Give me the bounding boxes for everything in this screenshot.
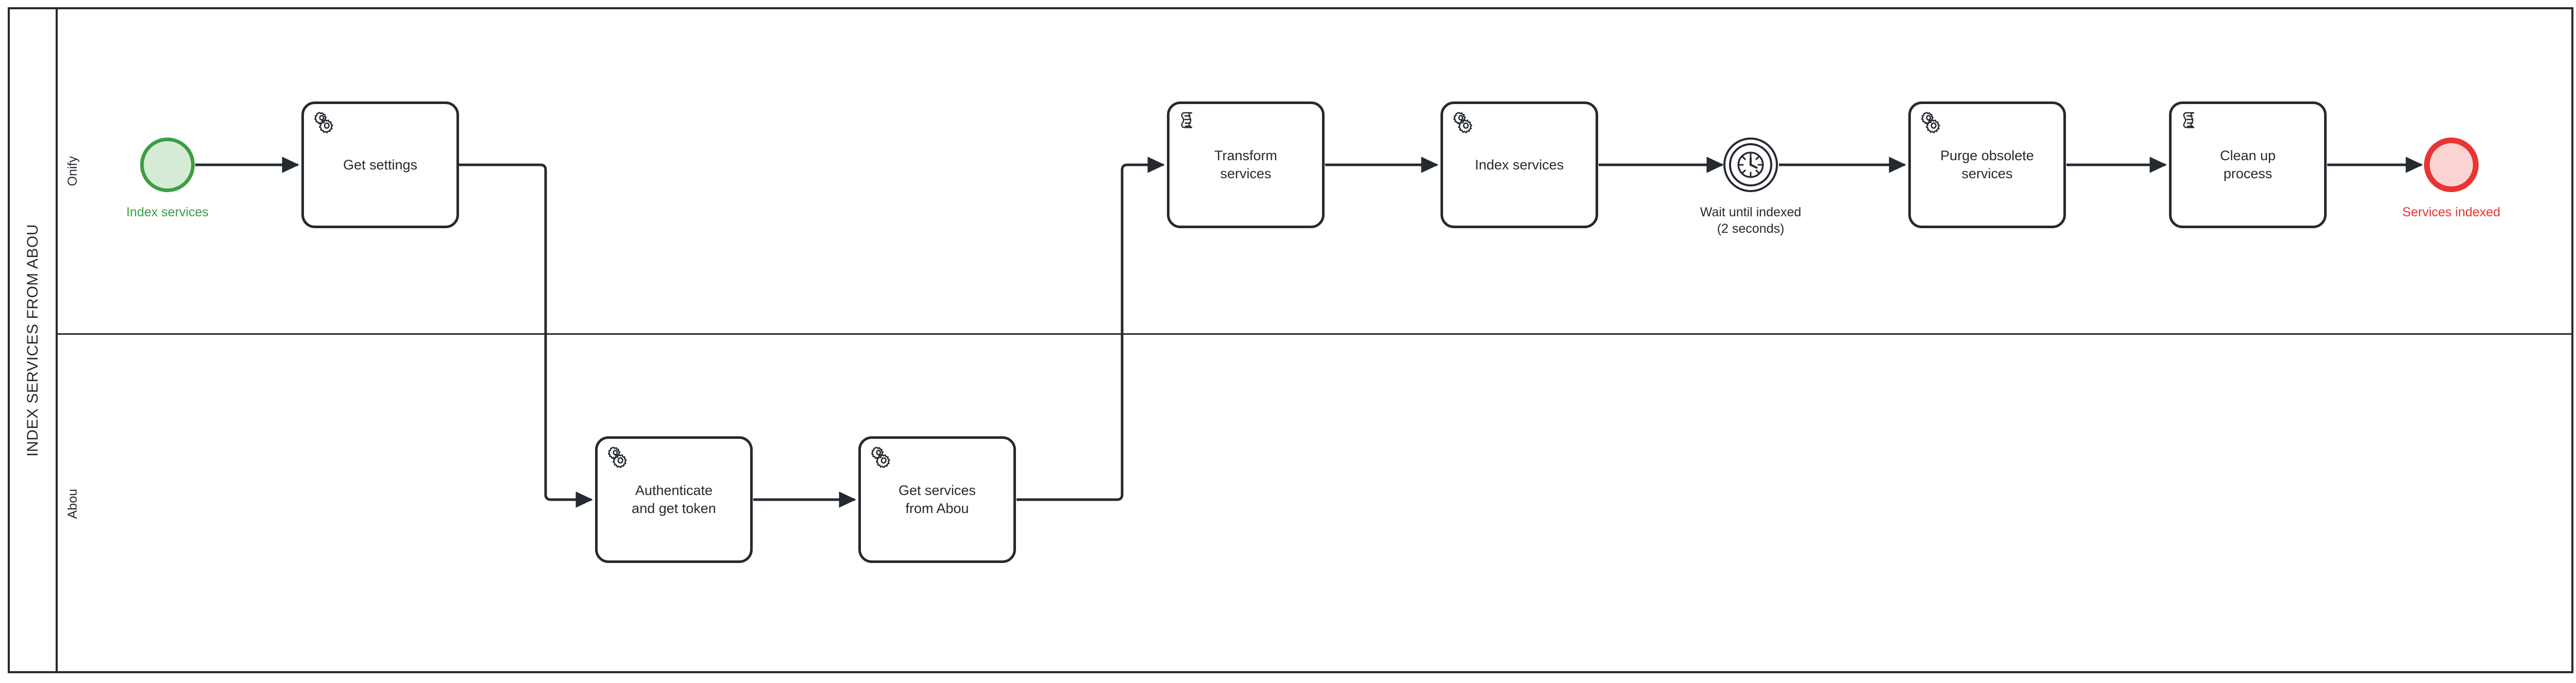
timer-event-wait-until-indexed[interactable]: [1723, 138, 1778, 192]
gear-icon: [1918, 110, 1942, 134]
task-purge-obsolete-label: Purge obsolete services: [1940, 148, 2034, 181]
task-transform-services-label: Transform services: [1214, 148, 1277, 181]
task-authenticate-label: Authenticate and get token: [632, 483, 716, 516]
task-clean-up-process-label: Clean up process: [2219, 148, 2276, 181]
lane-abou[interactable]: Abou: [58, 335, 88, 673]
start-event-label: Index services: [126, 205, 209, 219]
task-get-services-from-abou[interactable]: Get services from Abou: [858, 436, 1016, 563]
gear-icon: [868, 445, 892, 469]
task-index-services[interactable]: Index services: [1440, 101, 1598, 228]
clock-icon: [1737, 151, 1764, 178]
task-get-services-label: Get services from Abou: [898, 483, 976, 516]
end-event-services-indexed[interactable]: [2424, 138, 2479, 192]
task-get-settings[interactable]: Get settings: [301, 101, 459, 228]
script-icon: [1176, 110, 1201, 134]
script-icon: [2178, 110, 2203, 134]
lane-label-onify: Onify: [65, 156, 80, 186]
timer-event-label: Wait until indexed (2 seconds): [1700, 205, 1802, 236]
task-get-settings-label: Get settings: [343, 157, 418, 173]
gear-icon: [604, 445, 629, 469]
task-authenticate-and-get-token[interactable]: Authenticate and get token: [595, 436, 753, 563]
lane-label-abou: Abou: [65, 489, 80, 519]
task-index-services-label: Index services: [1475, 157, 1564, 173]
pool-header: INDEX SERVICES FROM ABOU: [10, 9, 58, 671]
task-transform-services[interactable]: Transform services: [1167, 101, 1325, 228]
task-clean-up-process[interactable]: Clean up process: [2169, 101, 2327, 228]
lane-onify[interactable]: Onify: [58, 9, 88, 333]
gear-icon: [1450, 110, 1475, 134]
pool-title: INDEX SERVICES FROM ABOU: [24, 224, 41, 457]
end-event-label: Services indexed: [2402, 205, 2501, 219]
lane-divider: [58, 333, 2573, 335]
timer-outer-ring: [1729, 143, 1772, 186]
gear-icon: [311, 110, 335, 134]
start-event-index-services[interactable]: [140, 138, 195, 192]
task-purge-obsolete-services[interactable]: Purge obsolete services: [1908, 101, 2066, 228]
